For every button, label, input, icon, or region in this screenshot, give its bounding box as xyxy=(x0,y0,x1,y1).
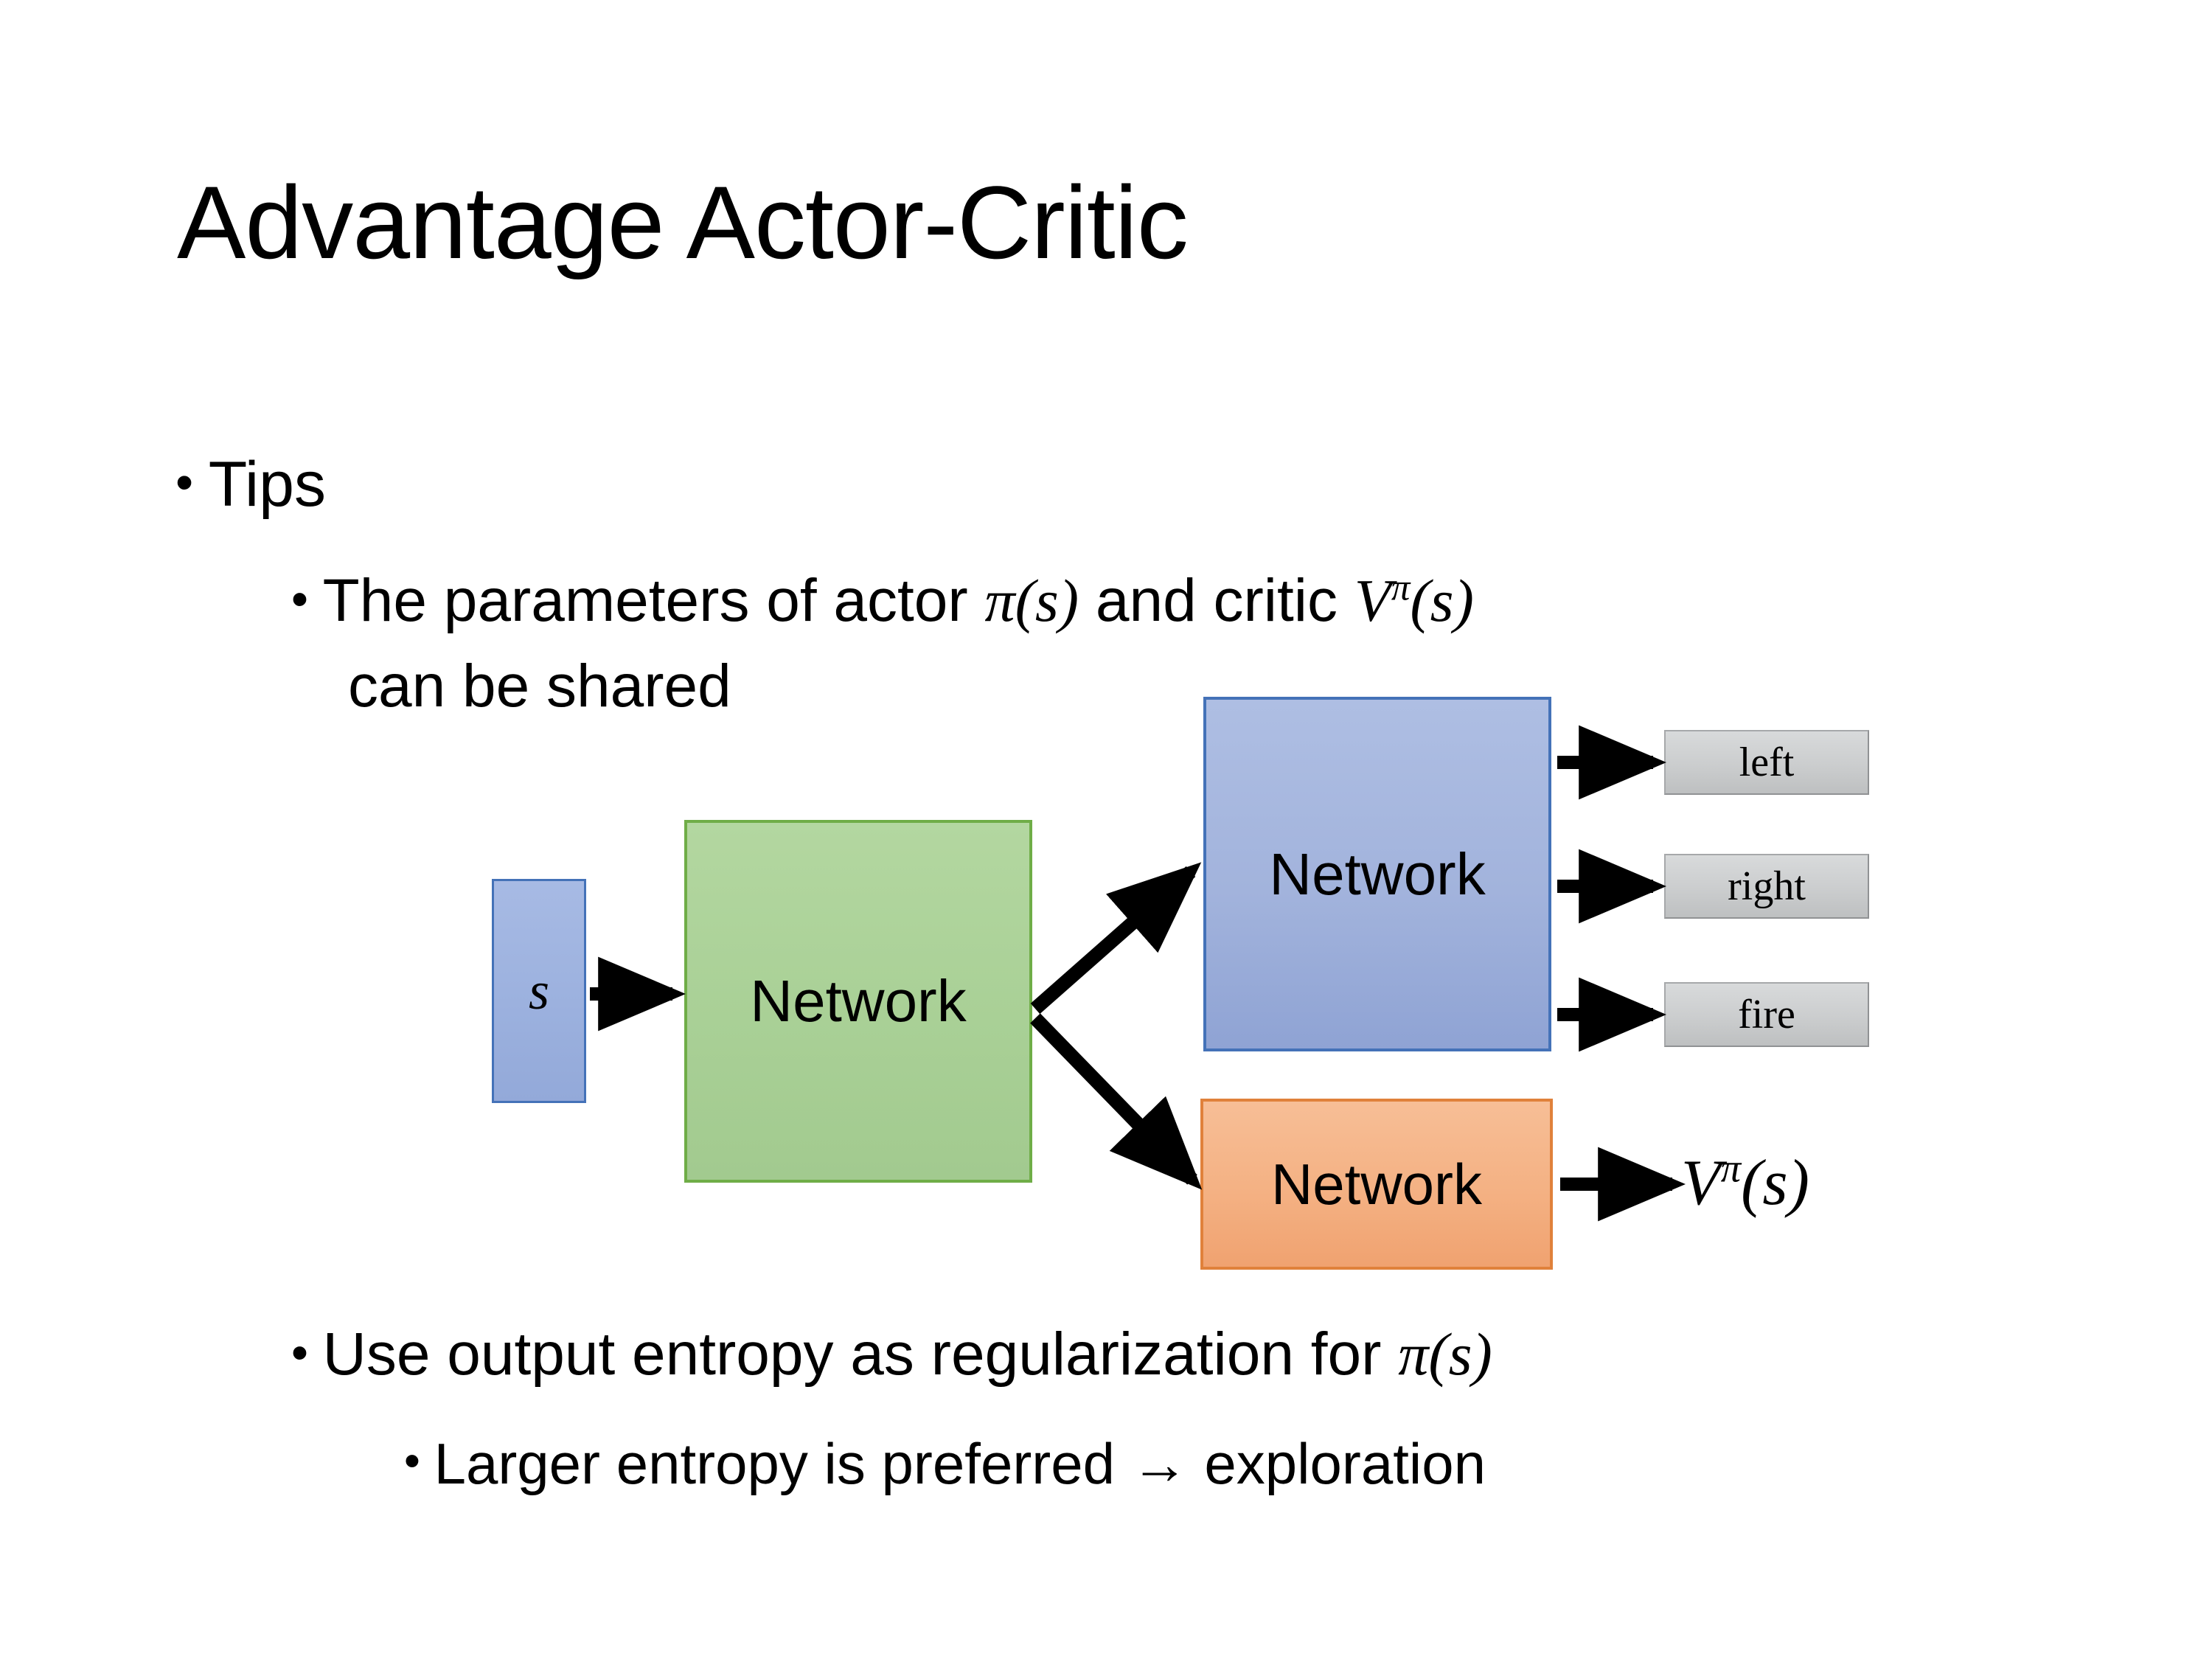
critic-output-value: Vπ(s) xyxy=(1681,1144,1809,1220)
math-pi-entropy: π xyxy=(1398,1321,1429,1388)
text-run-params-2: and critic xyxy=(1079,567,1354,634)
bullet-shared-parameters-text: The parameters of actor π(s) and critic … xyxy=(323,566,1474,636)
bullet-dot-icon: • xyxy=(175,453,194,511)
math-V-critic: V xyxy=(1354,567,1391,634)
bullet-shared-parameters-line2: can be shared xyxy=(348,653,731,720)
bullet-dot-icon: • xyxy=(291,1325,308,1380)
arrow-shared-to-actor xyxy=(1030,862,1202,1015)
math-arg-critic: (s) xyxy=(1410,567,1474,634)
bullet-output-entropy: • Use output entropy as regularization f… xyxy=(291,1320,1492,1389)
arrow-shared-to-critic xyxy=(1030,1013,1203,1190)
shared-network-label: Network xyxy=(750,968,967,1034)
math-arg-actor: (s) xyxy=(1015,567,1079,634)
actor-network-label: Network xyxy=(1269,841,1486,907)
bullet-tips-label: Tips xyxy=(208,449,326,520)
action-output-right-label: right xyxy=(1728,863,1806,909)
action-output-left-label: left xyxy=(1739,740,1795,785)
bullet-tips: • Tips xyxy=(175,448,326,521)
action-output-right: right xyxy=(1664,854,1869,919)
bullet-dot-icon: • xyxy=(291,571,308,626)
critic-output-V: V xyxy=(1681,1147,1721,1219)
action-output-fire-label: fire xyxy=(1738,992,1795,1037)
bullet-larger-entropy-label: Larger entropy is preferred → exploratio… xyxy=(434,1431,1486,1496)
math-pi-superscript: π xyxy=(1391,566,1411,608)
critic-network-label: Network xyxy=(1270,1151,1483,1217)
shared-network-box: Network xyxy=(684,820,1032,1183)
bullet-dot-icon: • xyxy=(404,1436,420,1487)
bullet-shared-parameters: • The parameters of actor π(s) and criti… xyxy=(291,566,1474,636)
math-arg-entropy: (s) xyxy=(1428,1321,1492,1388)
critic-output-arg: (s) xyxy=(1741,1147,1809,1219)
state-input-label: s xyxy=(528,961,550,1020)
bullet-larger-entropy: • Larger entropy is preferred → explorat… xyxy=(404,1430,1486,1498)
actor-network-box: Network xyxy=(1203,697,1551,1051)
math-pi-actor: π xyxy=(984,567,1015,634)
state-input-box: s xyxy=(492,879,586,1103)
critic-network-box: Network xyxy=(1200,1099,1553,1270)
bullet-output-entropy-text: Use output entropy as regularization for… xyxy=(323,1320,1492,1389)
critic-output-pi-superscript: π xyxy=(1720,1145,1742,1191)
action-output-left: left xyxy=(1664,730,1869,795)
text-run-params-1: The parameters of actor xyxy=(322,567,985,634)
text-run-entropy-1: Use output entropy as regularization for xyxy=(322,1321,1399,1388)
action-output-fire: fire xyxy=(1664,982,1869,1047)
page-title: Advantage Actor-Critic xyxy=(177,164,1189,280)
